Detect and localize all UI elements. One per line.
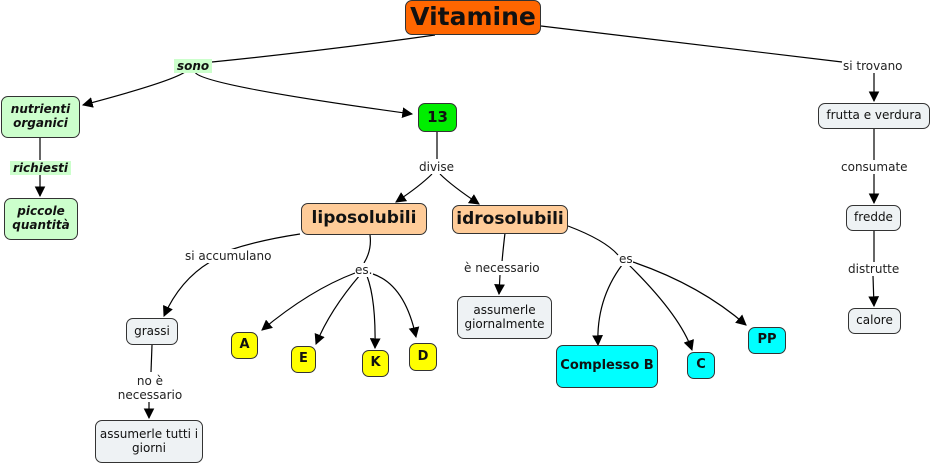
link-label-consumate[interactable]: consumate: [841, 160, 908, 174]
concept-grassi[interactable]: grassi: [126, 318, 178, 345]
link-label-es-idro[interactable]: es: [619, 252, 633, 266]
link-label-sono[interactable]: sono: [174, 59, 213, 73]
link-label-no-e-necessario[interactable]: no è necessario: [116, 374, 184, 402]
line-grassi-noe: [150, 344, 153, 373]
line-idro-enecessario: [501, 232, 506, 263]
line-es-C: [627, 263, 694, 352]
line-es-PP: [632, 261, 747, 326]
line-idro-es: [567, 225, 619, 256]
line-root-sono: [211, 34, 436, 63]
link-label-richiesti[interactable]: richiesti: [10, 161, 71, 175]
concept-frutta-e-verdura[interactable]: frutta e verdura: [818, 103, 930, 129]
line-divise-idro: [439, 173, 480, 205]
concept-liposolubili[interactable]: liposolubili: [301, 203, 427, 235]
link-label-distrutte[interactable]: distrutte: [848, 262, 900, 276]
line-es-D: [372, 273, 420, 339]
concept-assumerle-tutti-i-giorni[interactable]: assumerle tutti i giorni: [95, 420, 203, 463]
concept-vitamin-A[interactable]: A: [231, 332, 258, 359]
concept-assumerle-giornalmente[interactable]: assumerle giornalmente: [457, 296, 552, 339]
concept-fredde[interactable]: fredde: [846, 205, 901, 231]
link-label-e-necessario[interactable]: è necessario: [464, 261, 540, 275]
line-distrutte-calore: [868, 275, 880, 308]
line-enecessario-assumerle: [494, 274, 505, 296]
concept-calore[interactable]: calore: [848, 308, 901, 334]
line-root-sitrovano: [540, 25, 843, 63]
concept-vitamin-D[interactable]: D: [409, 343, 437, 371]
link-label-si-trovano[interactable]: si trovano: [843, 59, 903, 73]
line-divise-lipo: [395, 173, 433, 203]
concept-nutrienti-organici[interactable]: nutrienti organici: [1, 96, 80, 138]
line-sono-13: [194, 71, 414, 119]
concept-piccole-quantita[interactable]: piccole quantità: [4, 198, 78, 240]
line-sono-nutrienti: [81, 71, 186, 108]
concept-idrosolubili[interactable]: idrosolubili: [452, 205, 568, 234]
line-es-K: [366, 275, 381, 350]
concept-13[interactable]: 13: [418, 103, 457, 132]
line-es-A: [261, 272, 356, 331]
line-siaccumulano-grassi: [163, 261, 211, 317]
line-es-complessob: [592, 264, 623, 347]
concept-vitamin-E[interactable]: E: [291, 346, 316, 373]
link-label-si-accumulano[interactable]: si accumulano: [185, 249, 272, 263]
concept-vitamine[interactable]: Vitamine: [405, 0, 541, 35]
link-label-es-lipo[interactable]: es.: [355, 263, 373, 277]
line-lipo-es: [363, 234, 371, 264]
concept-vitamin-K[interactable]: K: [362, 350, 389, 377]
concept-vitamin-PP[interactable]: PP: [748, 327, 786, 354]
concept-complesso-b[interactable]: Complesso B: [556, 345, 658, 388]
line-lipo-siaccumulano: [229, 233, 301, 251]
line-es-E: [314, 274, 361, 345]
concept-vitamin-C[interactable]: C: [687, 352, 715, 379]
link-label-divise[interactable]: divise: [419, 160, 455, 174]
